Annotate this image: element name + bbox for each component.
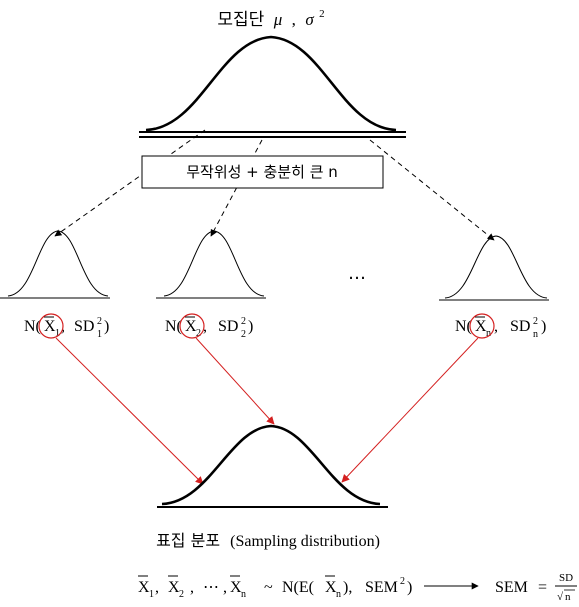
- formula-close: ): [407, 579, 412, 596]
- formula-dots: ⋯: [203, 579, 219, 596]
- sample-n-sep: ,: [494, 318, 498, 335]
- sample-n-sd-sub: n: [533, 329, 538, 340]
- result-root: √: [557, 591, 564, 603]
- population-comma: ,: [292, 10, 296, 29]
- sample-n-open: N(: [455, 318, 472, 335]
- sample-n-xbar: X: [475, 318, 487, 335]
- formula-normal-close: ),: [343, 579, 352, 596]
- formula-comma-1: ,: [155, 579, 159, 596]
- sample-1-open: N(: [24, 318, 41, 335]
- sample-2-open: N(: [165, 318, 182, 335]
- sem-result: SEM = SD √ n: [495, 572, 577, 603]
- population-title: 모집단 μ , σ 2: [217, 8, 324, 30]
- sample-2-sep: ,: [203, 318, 207, 335]
- sample-label-n: N( X n , SD 2 n ): [455, 316, 546, 340]
- population-mu: μ: [273, 10, 283, 29]
- condition-box: [141, 155, 384, 189]
- condition-text: 무작위성 + 충분히 큰 n: [186, 163, 338, 181]
- sample-2-close: ): [248, 318, 253, 335]
- sample-1-close: ): [104, 318, 109, 335]
- population-sigma: σ: [305, 10, 314, 29]
- sample-1-xsub: 1: [55, 328, 60, 339]
- sample-1-xbar: X: [44, 318, 56, 335]
- sample-2-sd-sup: 2: [241, 316, 246, 327]
- result-denominator: n: [565, 591, 571, 603]
- red-arrow-2: [195, 337, 275, 425]
- sampling-distribution-en: (Sampling distribution): [230, 533, 380, 550]
- sample-2-sd-sub: 2: [241, 329, 246, 340]
- population-label: 모집단: [217, 10, 264, 30]
- sample-1-sd-sub: 1: [97, 329, 102, 340]
- sample-2-xbar: X: [185, 318, 197, 335]
- formula-sem-sup: 2: [400, 576, 405, 587]
- sample-2-circle: [179, 313, 205, 339]
- sample-n-xsub: n: [486, 328, 491, 339]
- bottom-formula: X 1 , X 2 , ⋯ , X n ~ N(E( X n ), SEM 2 …: [138, 575, 412, 600]
- ellipsis: …: [348, 263, 366, 284]
- sample-1-circle: [38, 313, 64, 339]
- sampling-distribution-curve: [161, 424, 381, 506]
- result-sem: SEM: [495, 579, 528, 596]
- sampling-distribution-title: 표집 분포 (Sampling distribution): [156, 531, 380, 550]
- formula-x2: X: [168, 579, 180, 596]
- formula-xn-inner-sub: n: [336, 589, 341, 600]
- sample-label-1: N( X 1 , SD 2 1 ): [24, 316, 109, 340]
- sample-1-sd-sup: 2: [97, 316, 102, 327]
- sample-n-sd-sup: 2: [533, 316, 538, 327]
- formula-xn: X: [230, 579, 242, 596]
- sample-n-close: ): [541, 318, 546, 335]
- formula-sem: SEM: [365, 579, 398, 596]
- formula-x1: X: [138, 579, 150, 596]
- result-numerator: SD: [559, 572, 573, 584]
- population-sigma-sup: 2: [319, 8, 325, 20]
- formula-x1-sub: 1: [149, 589, 154, 600]
- formula-normal: N(E(: [282, 579, 314, 596]
- dashed-arrow-n: [369, 139, 495, 241]
- sample-curve-2: [163, 230, 265, 297]
- result-eq: =: [538, 579, 547, 596]
- sample-2-sd: SD: [218, 318, 238, 335]
- sampling-distribution-kr: 표집 분포: [156, 531, 220, 550]
- formula-x2-sub: 2: [179, 589, 184, 600]
- red-arrow-1: [55, 337, 204, 485]
- formula-comma-3: ,: [223, 579, 227, 596]
- population-curve: [145, 35, 397, 132]
- sample-2-xsub: 2: [196, 328, 201, 339]
- sample-curve-1: [7, 230, 109, 297]
- sample-n-sd: SD: [510, 318, 530, 335]
- sample-n-circle: [469, 313, 495, 339]
- formula-tilde: ~: [264, 579, 273, 596]
- red-arrow-n: [341, 337, 479, 483]
- dashed-arrow-1: [54, 129, 206, 237]
- formula-xn-sub: n: [241, 589, 246, 600]
- sample-curve-n: [444, 235, 548, 299]
- formula-comma-2: ,: [190, 579, 194, 596]
- sample-1-sd: SD: [74, 318, 94, 335]
- formula-xn-inner: X: [325, 579, 337, 596]
- sample-label-2: N( X 2 , SD 2 2 ): [165, 316, 253, 340]
